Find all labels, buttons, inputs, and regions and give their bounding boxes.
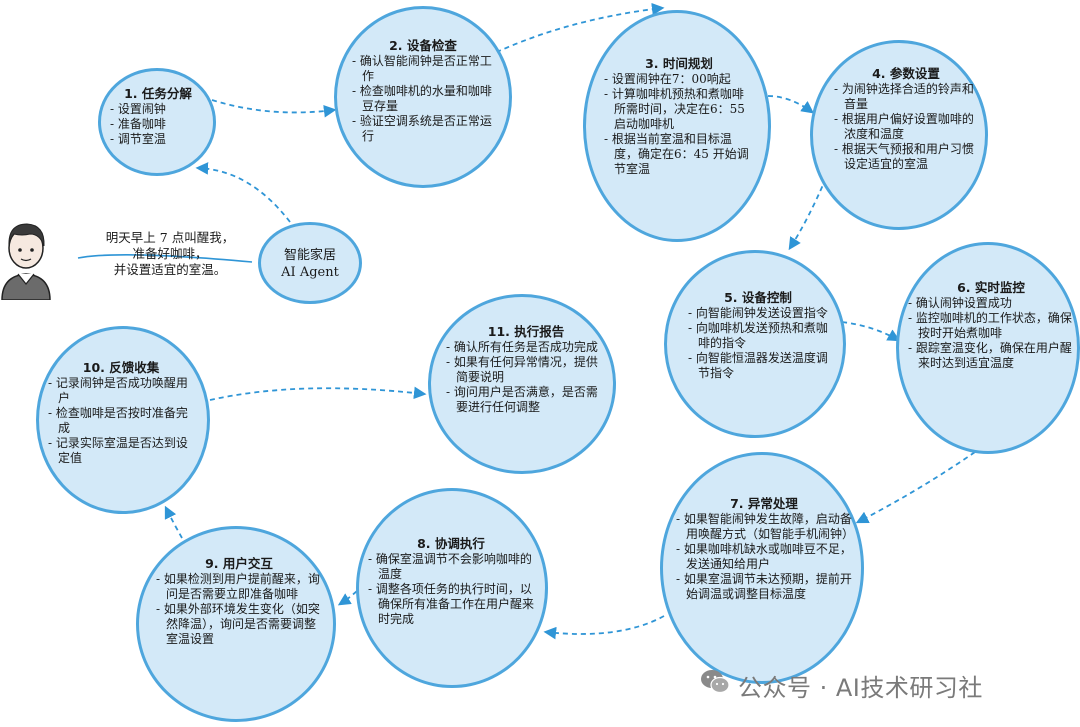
arrow-agent-to-1 <box>195 162 291 223</box>
step-3-content: 3. 时间规划 设置闹钟在7：00响起 计算咖啡机预热和煮咖啡所需时间，决定在6… <box>604 56 754 177</box>
step-item: 调整各项任务的执行时间，以确保所有准备工作在用户醒来时完成 <box>368 582 534 627</box>
step-item: 跟踪室温变化，确保在用户醒来时达到适宜温度 <box>908 341 1074 371</box>
step-item: 设置闹钟在7：00响起 <box>604 72 754 87</box>
step-title: 10. 反馈收集 <box>82 360 160 375</box>
agent-label-2: AI Agent <box>281 265 339 280</box>
step-title: 9. 用户交互 <box>205 556 273 571</box>
step-2-content: 2. 设备检查 确认智能闹钟是否正常工作 检查咖啡机的水量和咖啡豆存量 验证空调… <box>352 38 494 144</box>
step-item: 如果室温调节未达预期，提前开始调温或调整目标温度 <box>676 572 852 602</box>
step-title: 11. 执行报告 <box>487 324 565 339</box>
step-title: 4. 参数设置 <box>872 66 940 81</box>
step-item: 向智能恒温器发送温度调节指令 <box>688 351 828 381</box>
step-item: 根据用户偏好设置咖啡的浓度和温度 <box>834 112 978 142</box>
step-item: 计算咖啡机预热和煮咖啡所需时间，决定在6：55 启动咖啡机 <box>604 87 754 132</box>
step-item: 准备咖啡 <box>110 117 206 132</box>
request-line-3: 并设置适宜的室温。 <box>113 262 227 277</box>
step-item: 确保室温调节不会影响咖啡的温度 <box>368 552 534 582</box>
watermark-text: 公众号 · AI技术研习社 <box>738 674 983 702</box>
arrow-1-to-2 <box>211 99 337 118</box>
step-item: 根据天气预报和用户习惯设定适宜的室温 <box>834 142 978 172</box>
step-item: 检查咖啡机的水量和咖啡豆存量 <box>352 84 494 114</box>
agent-label-1: 智能家居 <box>283 248 336 263</box>
step-item: 验证空调系统是否正常运行 <box>352 114 494 144</box>
step-item: 确认闹钟设置成功 <box>908 296 1074 311</box>
step-item: 确认所有任务是否成功完成 <box>446 340 606 355</box>
arrow-9-to-10 <box>164 505 183 539</box>
step-title: 2. 设备检查 <box>389 38 457 53</box>
step-item: 如果咖啡机缺水或咖啡豆不足，发送通知给用户 <box>676 542 852 572</box>
step-10-content: 10. 反馈收集 记录闹钟是否成功唤醒用户 检查咖啡是否按时准备完成 记录实际室… <box>48 360 194 466</box>
arrow-7-to-8 <box>543 615 665 640</box>
step-title: 1. 任务分解 <box>124 86 192 101</box>
step-item: 为闹钟选择合适的铃声和音量 <box>834 82 978 112</box>
step-title: 8. 协调执行 <box>417 536 485 551</box>
step-item: 向智能闹钟发送设置指令 <box>688 306 828 321</box>
user-request: 明天早上 7 点叫醒我， 准备好咖啡， 并设置适宜的室温。 <box>90 230 250 278</box>
wechat-icon <box>701 670 730 694</box>
arrow-5-to-6 <box>841 321 901 342</box>
step-item: 监控咖啡机的工作状态，确保按时开始煮咖啡 <box>908 311 1074 341</box>
ai-agent-node: 智能家居 AI Agent <box>258 222 362 304</box>
step-item: 向咖啡机发送预热和煮咖啡的指令 <box>688 321 828 351</box>
step-title: 7. 异常处理 <box>730 496 798 511</box>
step-item: 调节室温 <box>110 132 206 147</box>
step-11-content: 11. 执行报告 确认所有任务是否成功完成 如果有任何异常情况，提供简要说明 询… <box>446 324 606 415</box>
step-item: 记录实际室温是否达到设定值 <box>48 436 194 466</box>
request-line-2: 准备好咖啡， <box>132 246 208 261</box>
step-7-content: 7. 异常处理 如果智能闹钟发生故障，启动备用唤醒方式（如智能手机闹钟） 如果咖… <box>676 496 854 602</box>
step-title: 3. 时间规划 <box>645 56 713 71</box>
step-item: 如果智能闹钟发生故障，启动备用唤醒方式（如智能手机闹钟） <box>676 512 854 542</box>
step-title: 6. 实时监控 <box>957 280 1025 295</box>
step-item: 检查咖啡是否按时准备完成 <box>48 406 194 436</box>
step-1-content: 1. 任务分解 设置闹钟 准备咖啡 调节室温 <box>110 86 206 147</box>
user-avatar-icon <box>1 223 51 300</box>
step-5-content: 5. 设备控制 向智能闹钟发送设置指令 向咖啡机发送预热和煮咖啡的指令 向智能恒… <box>688 290 828 381</box>
step-item: 设置闹钟 <box>110 102 206 117</box>
step-8-content: 8. 协调执行 确保室温调节不会影响咖啡的温度 调整各项任务的执行时间，以确保所… <box>368 536 534 627</box>
watermark: 公众号 · AI技术研习社 <box>738 668 983 703</box>
step-item: 确认智能闹钟是否正常工作 <box>352 54 494 84</box>
arrow-10-to-11 <box>209 386 427 401</box>
arrow-6-to-7 <box>855 451 976 524</box>
step-item: 询问用户是否满意，是否需要进行任何调整 <box>446 385 606 415</box>
step-item: 如果有任何异常情况，提供简要说明 <box>446 355 606 385</box>
arrow-3-to-4 <box>767 95 815 114</box>
step-4-content: 4. 参数设置 为闹钟选择合适的铃声和音量 根据用户偏好设置咖啡的浓度和温度 根… <box>834 66 978 172</box>
step-title: 5. 设备控制 <box>724 290 792 305</box>
step-9-content: 9. 用户交互 如果检测到用户提前醒来，询问是否需要立即准备咖啡 如果外部环境发… <box>156 556 322 647</box>
step-item: 如果外部环境发生变化（如突然降温），询问是否需要调整室温设置 <box>156 602 322 647</box>
step-item: 如果检测到用户提前醒来，询问是否需要立即准备咖啡 <box>156 572 322 602</box>
arrow-4-to-5 <box>788 177 827 251</box>
request-line-1: 明天早上 7 点叫醒我， <box>105 230 235 245</box>
step-item: 根据当前室温和目标温度，确定在6：45 开始调节室温 <box>604 132 754 177</box>
step-item: 记录闹钟是否成功唤醒用户 <box>48 376 194 406</box>
step-6-content: 6. 实时监控 确认闹钟设置成功 监控咖啡机的工作状态，确保按时开始煮咖啡 跟踪… <box>908 280 1074 371</box>
